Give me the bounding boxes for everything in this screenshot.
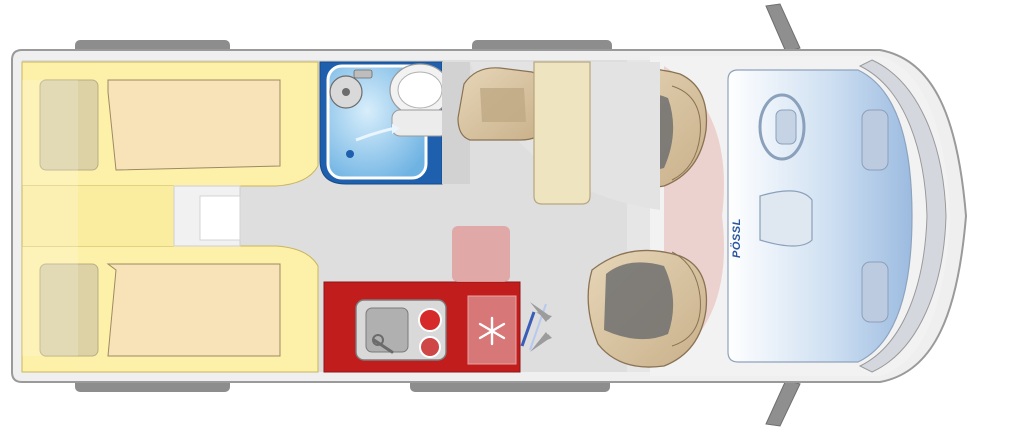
bed-bridge (22, 186, 174, 246)
burner-front (418, 308, 442, 332)
toilet (389, 63, 451, 137)
pillow-upper (39, 79, 99, 171)
swivel-arrowhead (392, 124, 400, 134)
door-panel (520, 311, 536, 347)
mattress-upper (107, 79, 281, 171)
mirror-left (765, 3, 801, 53)
windshield (858, 59, 947, 373)
kitchen-extension (452, 226, 510, 282)
cab-area: PÖSSL (650, 56, 950, 376)
sink-tap (372, 338, 394, 354)
bed-headboard-overlay (22, 80, 78, 356)
mirror-right (765, 379, 801, 427)
dining-table (533, 61, 591, 205)
bed-step-top (199, 195, 241, 241)
rear-beds (21, 61, 319, 373)
arrow-right-icon (530, 302, 552, 352)
passenger-seat (587, 249, 708, 368)
basin-drain (346, 150, 354, 158)
dash-panel-left (861, 109, 889, 171)
brand-label: PÖSSL (730, 218, 743, 258)
pillow-lower (39, 263, 99, 357)
kitchen (323, 226, 521, 373)
steering-wheel (758, 93, 806, 161)
center-console (759, 190, 813, 247)
wet-room (319, 61, 451, 185)
mattress-lower (106, 263, 281, 357)
burner-rear (419, 336, 441, 358)
snowflake-icon (478, 316, 506, 346)
steering-hub (775, 109, 797, 145)
sink (329, 69, 373, 109)
sink-tap-head (372, 334, 384, 346)
dash-panel-right (861, 261, 889, 323)
kitchen-sink (365, 307, 409, 353)
dinette-bench (457, 67, 545, 141)
